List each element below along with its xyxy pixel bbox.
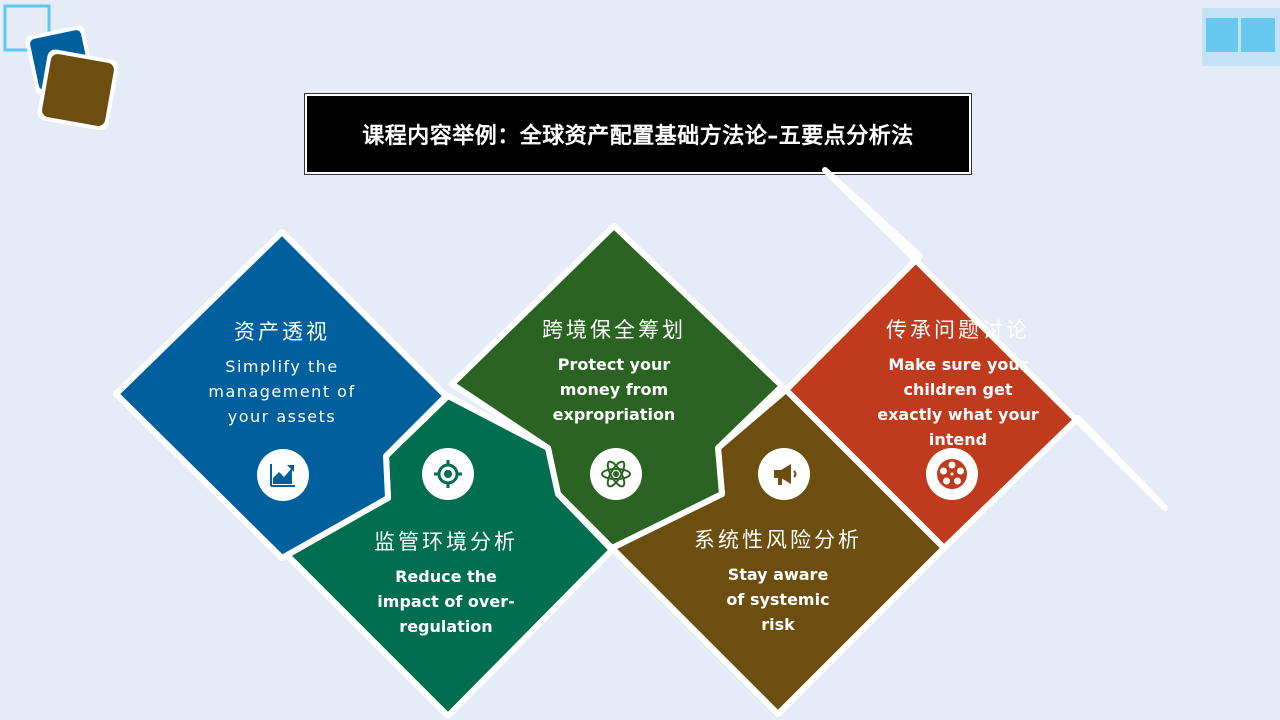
item-description: Reduce the impact of over-regulation — [377, 567, 515, 636]
corner-decoration-right — [1202, 8, 1280, 66]
item-systemic-risk: 系统性风险分析 Stay aware of systemic risk — [678, 524, 878, 637]
item-description: Make sure your children get exactly what… — [877, 355, 1039, 449]
atom-icon — [590, 448, 642, 500]
item-regulatory-analysis: 监管环境分析 Reduce the impact of over-regulat… — [346, 526, 546, 639]
item-description: Stay aware of systemic risk — [726, 565, 830, 634]
item-description: Protect your money from expropriation — [552, 355, 676, 424]
target-icon — [422, 448, 474, 500]
item-title: 资产透视 — [234, 320, 330, 344]
item-inheritance-discussion: 传承问题讨论 Make sure your children get exact… — [858, 314, 1058, 452]
chart-up-icon — [257, 449, 309, 501]
item-cross-border-planning: 跨境保全筹划 Protect your money from expropria… — [514, 314, 714, 427]
item-title: 跨境保全筹划 — [542, 318, 686, 342]
page-title: 课程内容举例：全球资产配置基础方法论–五要点分析法 — [362, 124, 914, 149]
title-banner: 课程内容举例：全球资产配置基础方法论–五要点分析法 — [304, 93, 972, 175]
item-asset-insight: 资产透视 Simplify the management of your ass… — [182, 316, 382, 429]
blue-diamond-shape — [113, 229, 449, 561]
item-title: 系统性风险分析 — [694, 528, 862, 552]
megaphone-icon — [758, 448, 810, 500]
corner-decoration — [3, 4, 119, 130]
item-title: 监管环境分析 — [374, 530, 518, 554]
film-reel-icon — [926, 448, 978, 500]
item-description: Simplify the management of your assets — [208, 357, 356, 426]
item-title: 传承问题讨论 — [886, 318, 1030, 342]
